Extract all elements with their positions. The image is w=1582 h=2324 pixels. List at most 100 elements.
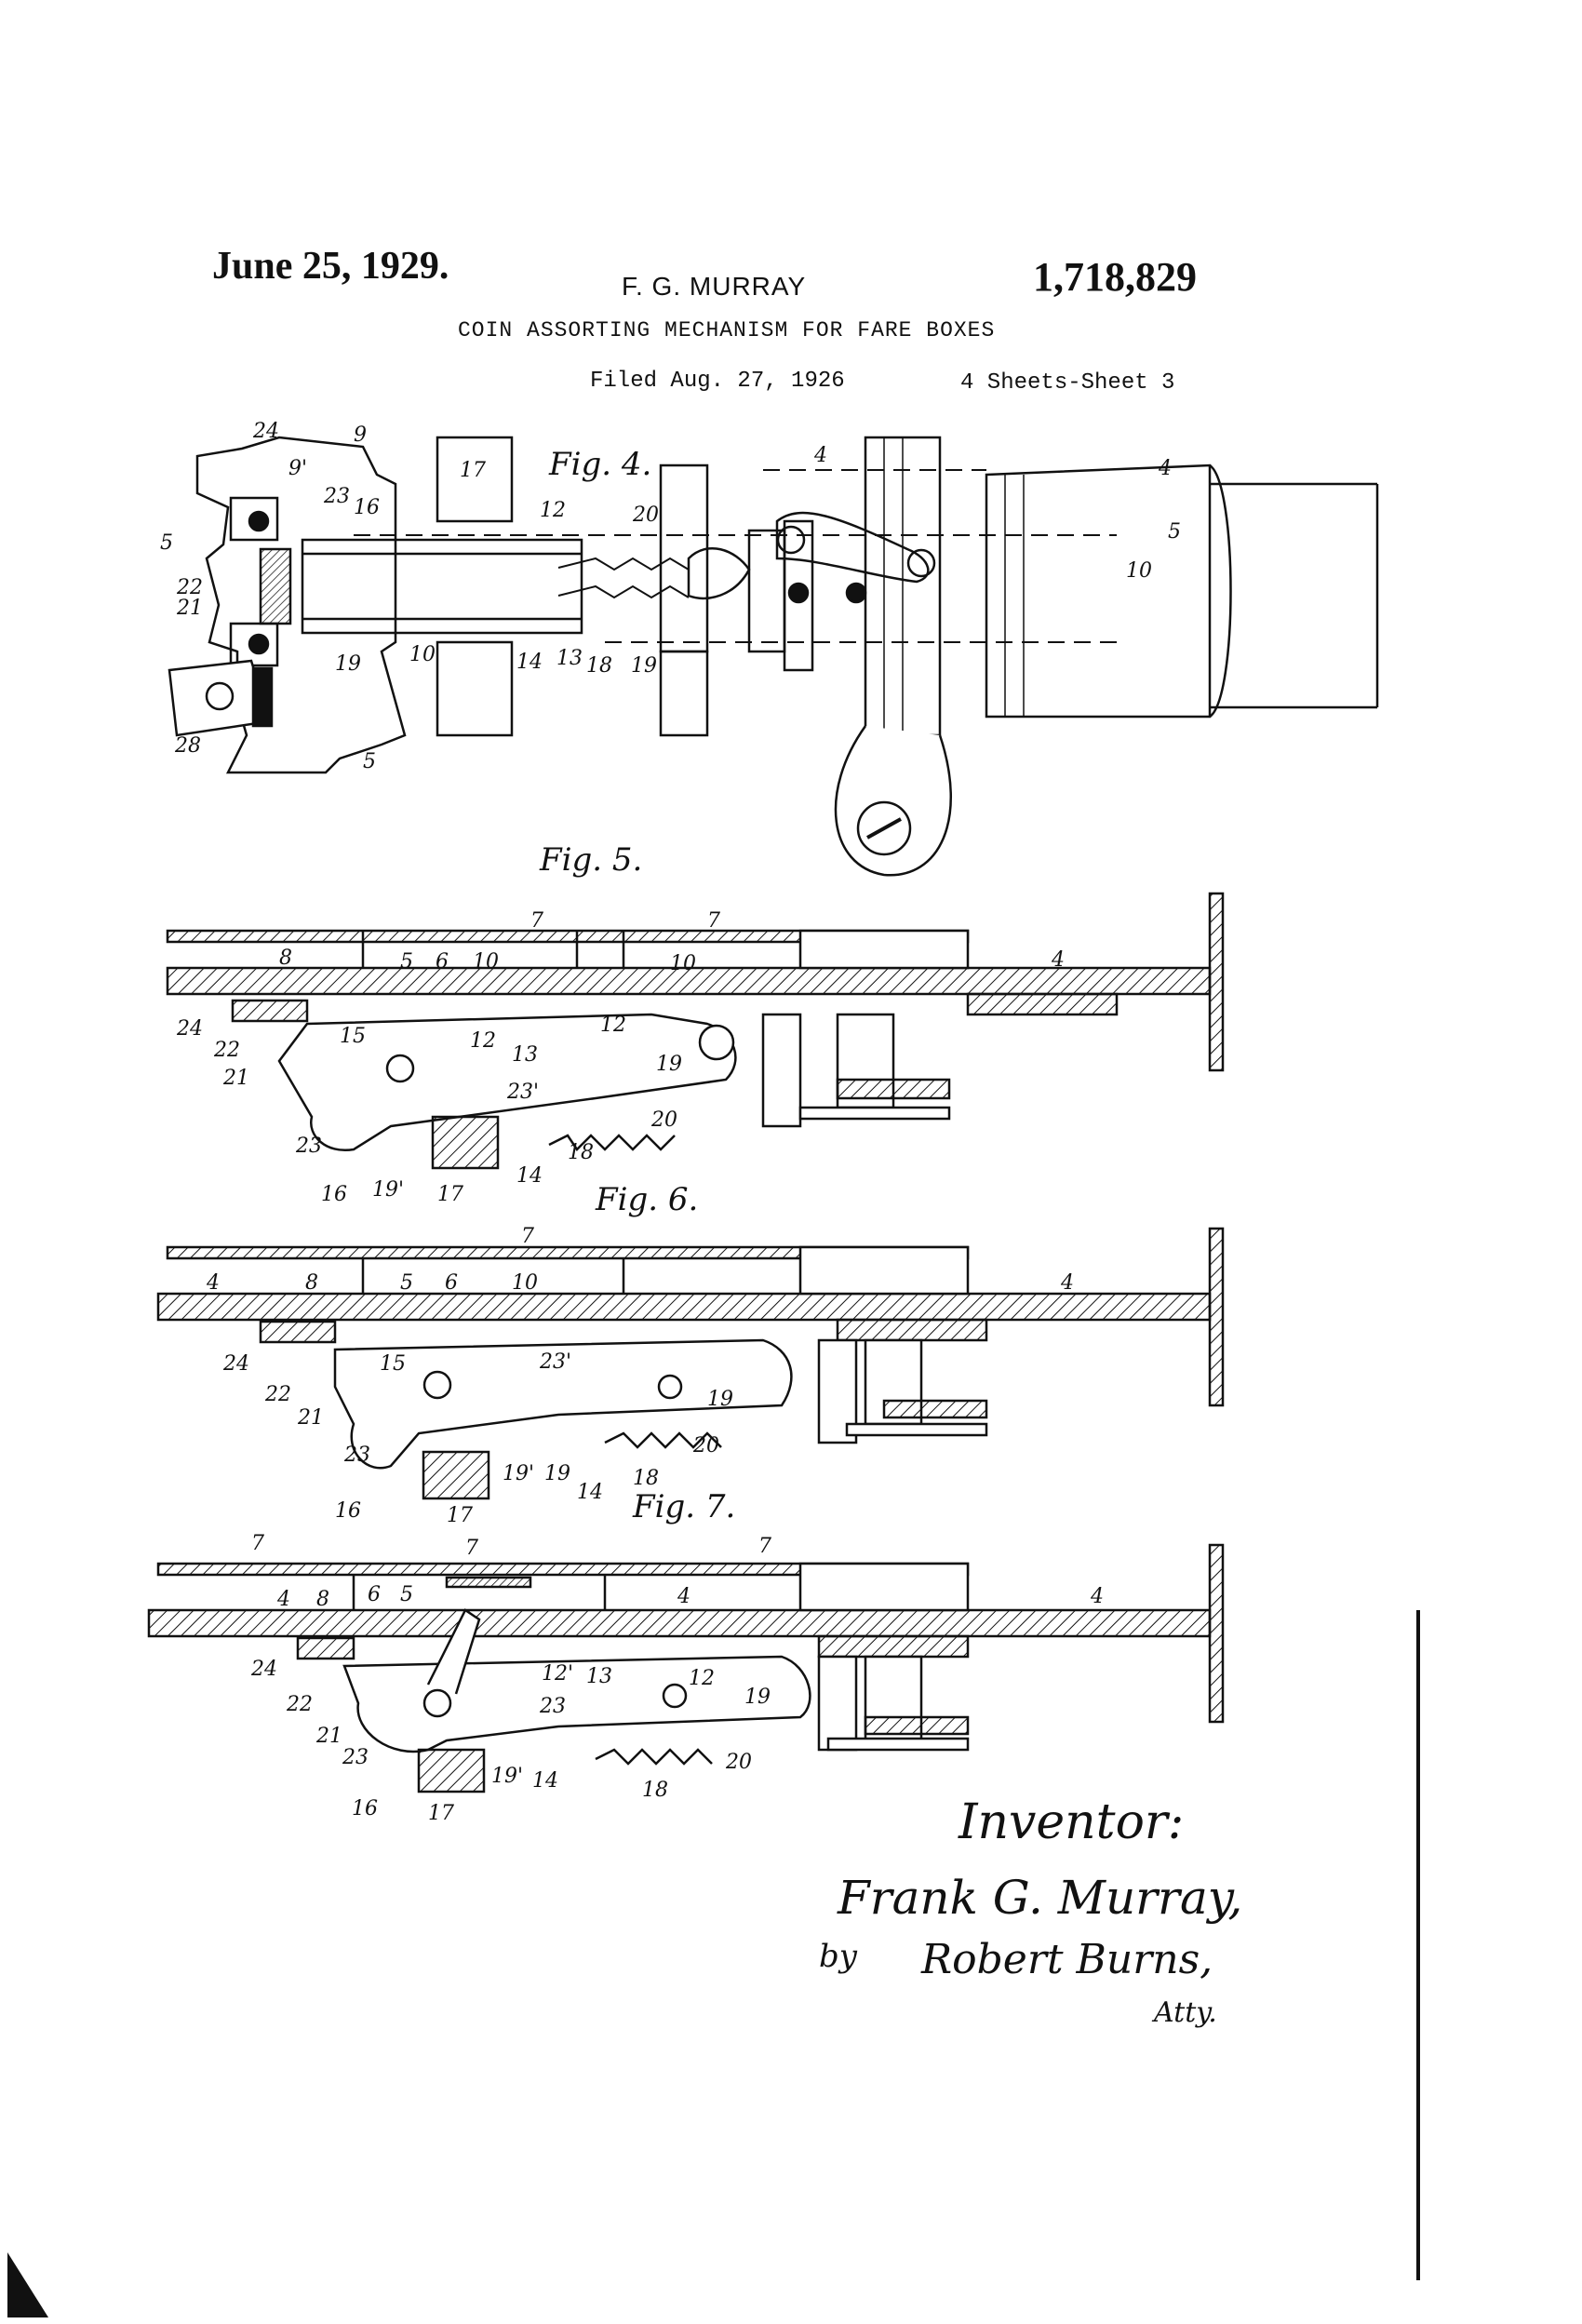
reference-numeral: 13 (512, 1043, 538, 1067)
reference-numeral: 20 (632, 504, 659, 527)
figure-5 (166, 892, 1225, 1170)
reference-numeral: 22 (176, 576, 203, 599)
fig7-label: Fig. 7. (632, 1488, 735, 1525)
reference-numeral: 17 (428, 1802, 454, 1825)
reference-numeral: 24 (252, 420, 279, 443)
reference-numeral: 23 (323, 485, 350, 508)
reference-numeral: 10 (473, 950, 499, 974)
reference-numeral: 23 (342, 1746, 369, 1769)
reference-numeral: 22 (264, 1383, 291, 1406)
reference-numeral: 23 (539, 1695, 566, 1718)
reference-numeral: 7 (521, 1225, 534, 1248)
corner-arrow-mark (7, 2252, 48, 2317)
reference-numeral: 5 (400, 1583, 413, 1606)
reference-numeral: 4 (677, 1585, 690, 1608)
reference-numeral: 20 (725, 1751, 752, 1774)
reference-numeral: 17 (447, 1504, 473, 1527)
reference-numeral: 17 (437, 1183, 463, 1206)
reference-numeral: 20 (692, 1434, 719, 1458)
reference-numeral: 23' (539, 1350, 571, 1374)
reference-numeral: 20 (650, 1108, 677, 1132)
reference-numeral: 6 (445, 1271, 458, 1295)
reference-numeral: 7 (707, 909, 720, 933)
reference-numeral: 24 (250, 1658, 277, 1681)
reference-numeral: 19 (631, 654, 657, 678)
reference-numeral: 19' (372, 1178, 404, 1202)
fig4-numerals: 24 9 9' 23 16 5 22 21 19 28 17 12 20 10 … (160, 420, 1181, 773)
sheet-count: 4 Sheets-Sheet 3 (960, 370, 1175, 396)
reference-numeral: 4 (1051, 948, 1065, 972)
reference-numeral: 16 (352, 1797, 378, 1820)
reference-numeral: 4 (276, 1588, 290, 1611)
reference-numeral: 19' (491, 1765, 523, 1788)
reference-numeral: 19 (544, 1462, 570, 1485)
patent-date: June 25, 1929. (212, 245, 449, 288)
reference-numeral: 4 (813, 444, 827, 467)
fig5-label: Fig. 5. (539, 841, 642, 879)
reference-numeral: 22 (213, 1039, 240, 1062)
figure-4 (168, 436, 1379, 877)
reference-numeral: 16 (354, 496, 380, 519)
reference-numeral: 8 (279, 947, 292, 970)
reference-numeral: 14 (532, 1769, 558, 1793)
reference-numeral: 5 (400, 950, 413, 974)
reference-numeral: 9' (288, 457, 307, 480)
reference-numeral: 6 (368, 1583, 381, 1606)
reference-numeral: 5 (363, 750, 376, 773)
fig4-label: Fig. 4. (548, 446, 651, 483)
reference-numeral: 4 (1158, 457, 1172, 480)
reference-numeral: 12 (470, 1029, 496, 1053)
reference-numeral: 21 (222, 1067, 249, 1090)
fig5-numerals: 7 7 8 5 6 10 10 4 24 22 21 23 16 19' 17 … (176, 909, 1065, 1206)
reference-numeral: 14 (516, 651, 543, 674)
figure-6 (156, 1227, 1225, 1500)
reference-numeral: 17 (460, 459, 486, 482)
reference-numeral: 12 (689, 1667, 715, 1690)
reference-numeral: 5 (1168, 520, 1181, 544)
fig6-label: Fig. 6. (595, 1181, 698, 1218)
reference-numeral: 14 (516, 1164, 543, 1188)
reference-numeral: 4 (1090, 1585, 1104, 1608)
reference-numeral: 9 (354, 423, 367, 447)
reference-numeral: 21 (176, 597, 203, 620)
fig6-numerals: 7 4 8 5 6 10 4 24 22 21 23 16 17 15 23' … (206, 1225, 1074, 1527)
reference-numeral: 12' (542, 1662, 573, 1686)
reference-numeral: 12 (600, 1014, 626, 1037)
reference-numeral: 16 (321, 1183, 347, 1206)
reference-numeral: 10 (670, 952, 696, 975)
reference-numeral: 24 (222, 1352, 249, 1376)
reference-numeral: 10 (1126, 559, 1152, 583)
by-label: by (819, 1938, 857, 1975)
reference-numeral: 12 (540, 499, 566, 522)
reference-numeral: 18 (568, 1141, 594, 1164)
patent-number: 1,718,829 (1033, 254, 1197, 300)
inventor-signature: Frank G. Murray, (838, 1871, 1243, 1925)
reference-numeral: 19 (656, 1053, 682, 1076)
reference-numeral: 21 (297, 1406, 324, 1430)
reference-numeral: 7 (465, 1537, 478, 1560)
reference-numeral: 7 (251, 1532, 264, 1555)
reference-numeral: 15 (340, 1025, 366, 1048)
reference-numeral: 8 (316, 1588, 329, 1611)
fig7-numerals: 7 7 7 4 8 6 5 4 4 24 22 21 23 16 17 12' … (250, 1532, 1104, 1825)
reference-numeral: 24 (176, 1017, 203, 1041)
reference-numeral: 18 (633, 1467, 659, 1490)
patent-title: COIN ASSORTING MECHANISM FOR FARE BOXES (458, 318, 996, 343)
scan-margin-line (1416, 1610, 1420, 2280)
reference-numeral: 4 (206, 1271, 220, 1295)
reference-numeral: 18 (642, 1779, 668, 1802)
inventor-name: F. G. MURRAY (622, 272, 807, 301)
reference-numeral: 19 (744, 1686, 771, 1709)
reference-numeral: 19 (707, 1388, 733, 1411)
reference-numeral: 23 (295, 1135, 322, 1158)
attorney-role: Atty. (1154, 1996, 1217, 2029)
reference-numeral: 10 (512, 1271, 538, 1295)
reference-numeral: 14 (577, 1481, 603, 1504)
reference-numeral: 16 (335, 1499, 361, 1523)
reference-numeral: 28 (174, 734, 201, 758)
inventor-heading: Inventor: (959, 1794, 1185, 1850)
reference-numeral: 23' (506, 1081, 539, 1104)
reference-numeral: 5 (400, 1271, 413, 1295)
